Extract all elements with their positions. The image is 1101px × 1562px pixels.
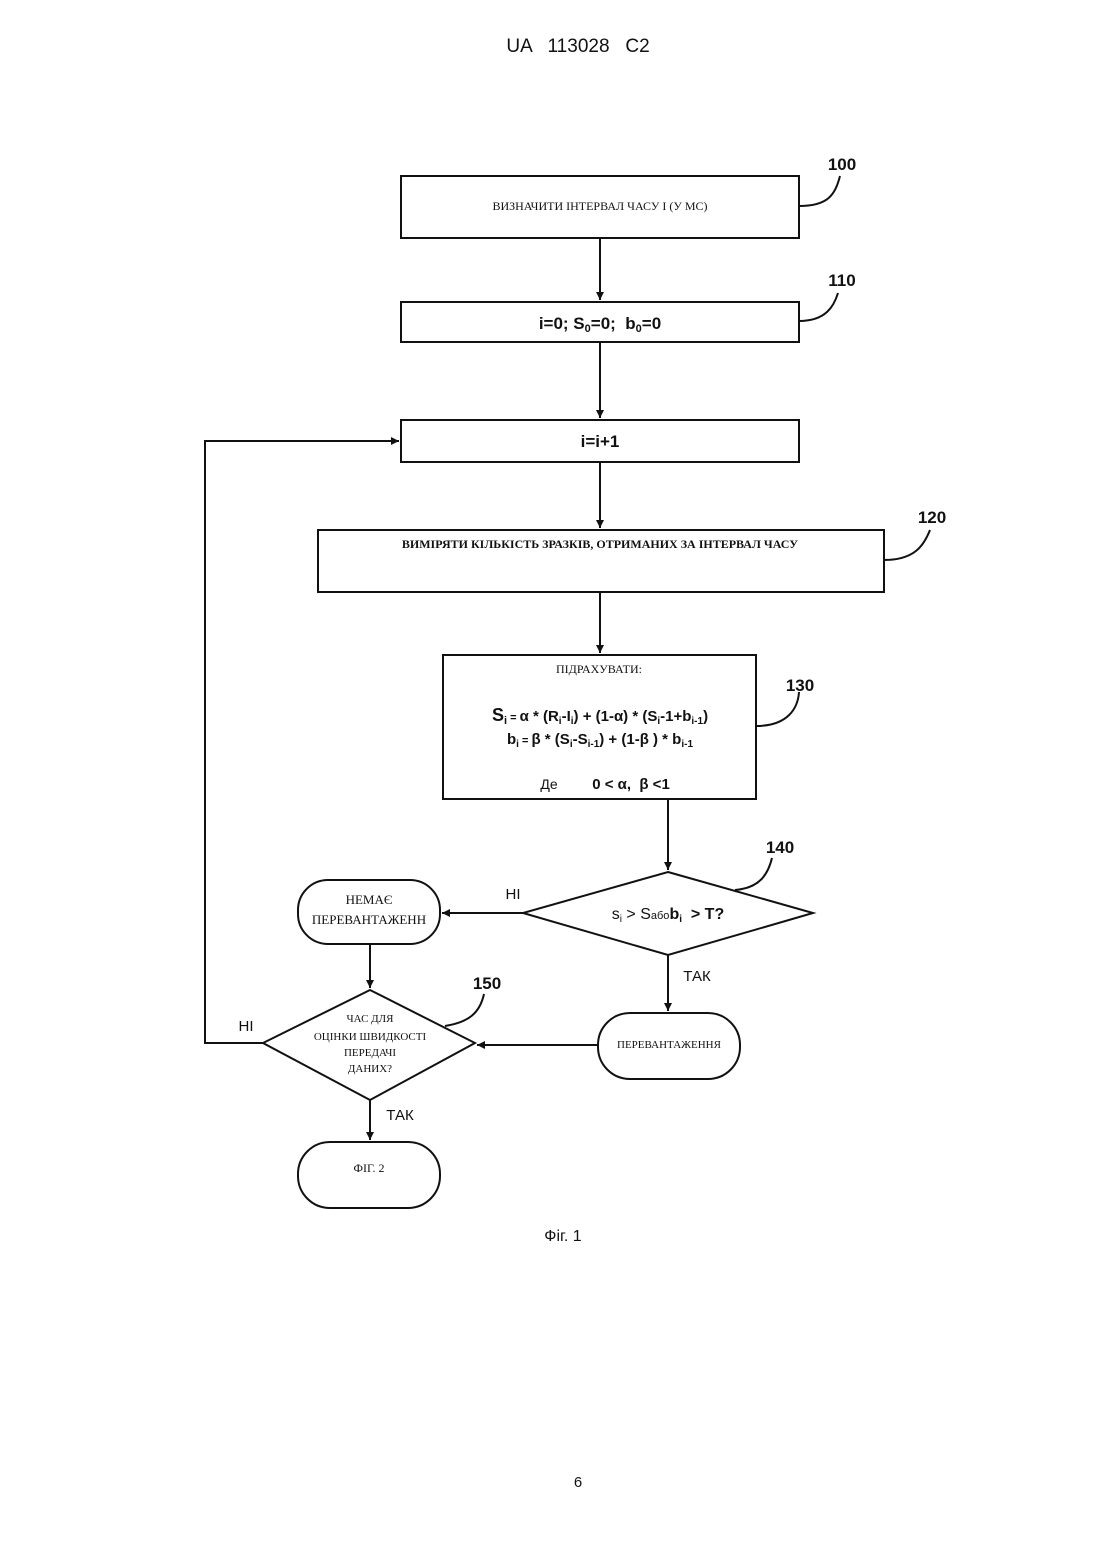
ref-140: 140 xyxy=(766,838,794,857)
overload-label: ПЕРЕВАНТАЖЕННЯ xyxy=(617,1039,722,1051)
ref-110-leader xyxy=(799,293,838,321)
decision-150-line4: ДАНИХ? xyxy=(348,1063,392,1075)
decision-150-line2: ОЦІНКИ ШВИДКОСТІ xyxy=(314,1031,427,1043)
eq1-part: ) xyxy=(703,708,708,725)
eq1-part: -I xyxy=(562,708,571,725)
figure-caption: Фіг. 1 xyxy=(544,1228,581,1245)
equation-b: bi = β * (Si-Si-1) + (1-β ) * bi-1 xyxy=(507,731,693,750)
no-overload-line2: ПЕРЕВАНТАЖЕНН xyxy=(312,912,426,927)
where-condition: 0 < α, β <1 xyxy=(592,776,670,793)
ref-110: 110 xyxy=(828,271,855,290)
cond-part: s xyxy=(612,906,620,923)
document-header: UA 113028 C2 xyxy=(506,36,649,57)
step-130-title: ПІДРАХУВАТИ: xyxy=(556,662,642,676)
fig2-terminal xyxy=(298,1142,440,1208)
ref-100-leader xyxy=(799,176,840,206)
ref-150: 150 xyxy=(473,974,501,993)
decision-150-diamond xyxy=(263,990,475,1100)
eq2-sub: i-1 xyxy=(588,739,600,750)
ref-120-leader xyxy=(884,530,930,560)
cond-part: > T? xyxy=(682,906,724,923)
eq1-part: α * (R xyxy=(520,708,559,725)
ref-130-leader xyxy=(756,692,799,726)
step-110-label: i=0; S0=0; b0=0 xyxy=(539,314,661,335)
eq1-part: -1+b xyxy=(660,708,691,725)
step-120-label: ВИМІРЯТИ КІЛЬКІСТЬ ЗРАЗКІВ, ОТРИМАНИХ ЗА… xyxy=(402,537,798,551)
cond-part: b xyxy=(669,906,679,923)
step-110-part: i=0; S xyxy=(539,314,585,333)
edge-label-150-yes: ТАК xyxy=(386,1107,414,1124)
eq1-part: = xyxy=(507,712,520,724)
where-label: Де xyxy=(540,776,557,792)
ref-150-leader xyxy=(445,994,484,1026)
ref-140-leader xyxy=(735,858,772,890)
step-110-part: =0; b xyxy=(591,314,636,333)
equation-s: Si = α * (Ri-Ii) + (1-α) * (Si-1+bi-1) xyxy=(492,705,708,727)
eq2-part: β * (S xyxy=(531,731,569,748)
fig2-label: ФІГ. 2 xyxy=(353,1161,384,1175)
decision-150-line1: ЧАС ДЛЯ xyxy=(347,1013,395,1025)
eq2-part: -S xyxy=(573,731,588,748)
edge-label-150-no: НІ xyxy=(239,1018,254,1035)
cond-part: > S xyxy=(622,906,651,923)
ref-130: 130 xyxy=(786,676,814,695)
eq2-part: b xyxy=(507,731,516,748)
page-number: 6 xyxy=(574,1474,582,1491)
ref-100: 100 xyxy=(828,155,856,174)
decision-150-line3: ПЕРЕДАЧІ xyxy=(344,1047,396,1059)
increment-label: i=i+1 xyxy=(581,432,620,451)
eq1-sub: i-1 xyxy=(691,716,703,727)
cond-small: або xyxy=(651,910,670,922)
eq1-part: ) + (1-α) * (S xyxy=(574,708,658,725)
no-overload-line1: НЕМАЄ xyxy=(346,892,393,907)
step-100-label: ВИЗНАЧИТИ ІНТЕРВАЛ ЧАСУ I (У МС) xyxy=(492,199,707,213)
eq2-part: = xyxy=(519,735,532,747)
edge-label-140-yes: ТАК xyxy=(683,968,711,985)
eq2-sub: i-1 xyxy=(681,739,693,750)
ref-120: 120 xyxy=(918,508,946,527)
edge-label-140-no: НІ xyxy=(506,886,521,903)
eq2-part: ) + (1-β ) * b xyxy=(599,731,681,748)
step-110-part: =0 xyxy=(642,314,661,333)
eq1-part: S xyxy=(492,705,504,725)
